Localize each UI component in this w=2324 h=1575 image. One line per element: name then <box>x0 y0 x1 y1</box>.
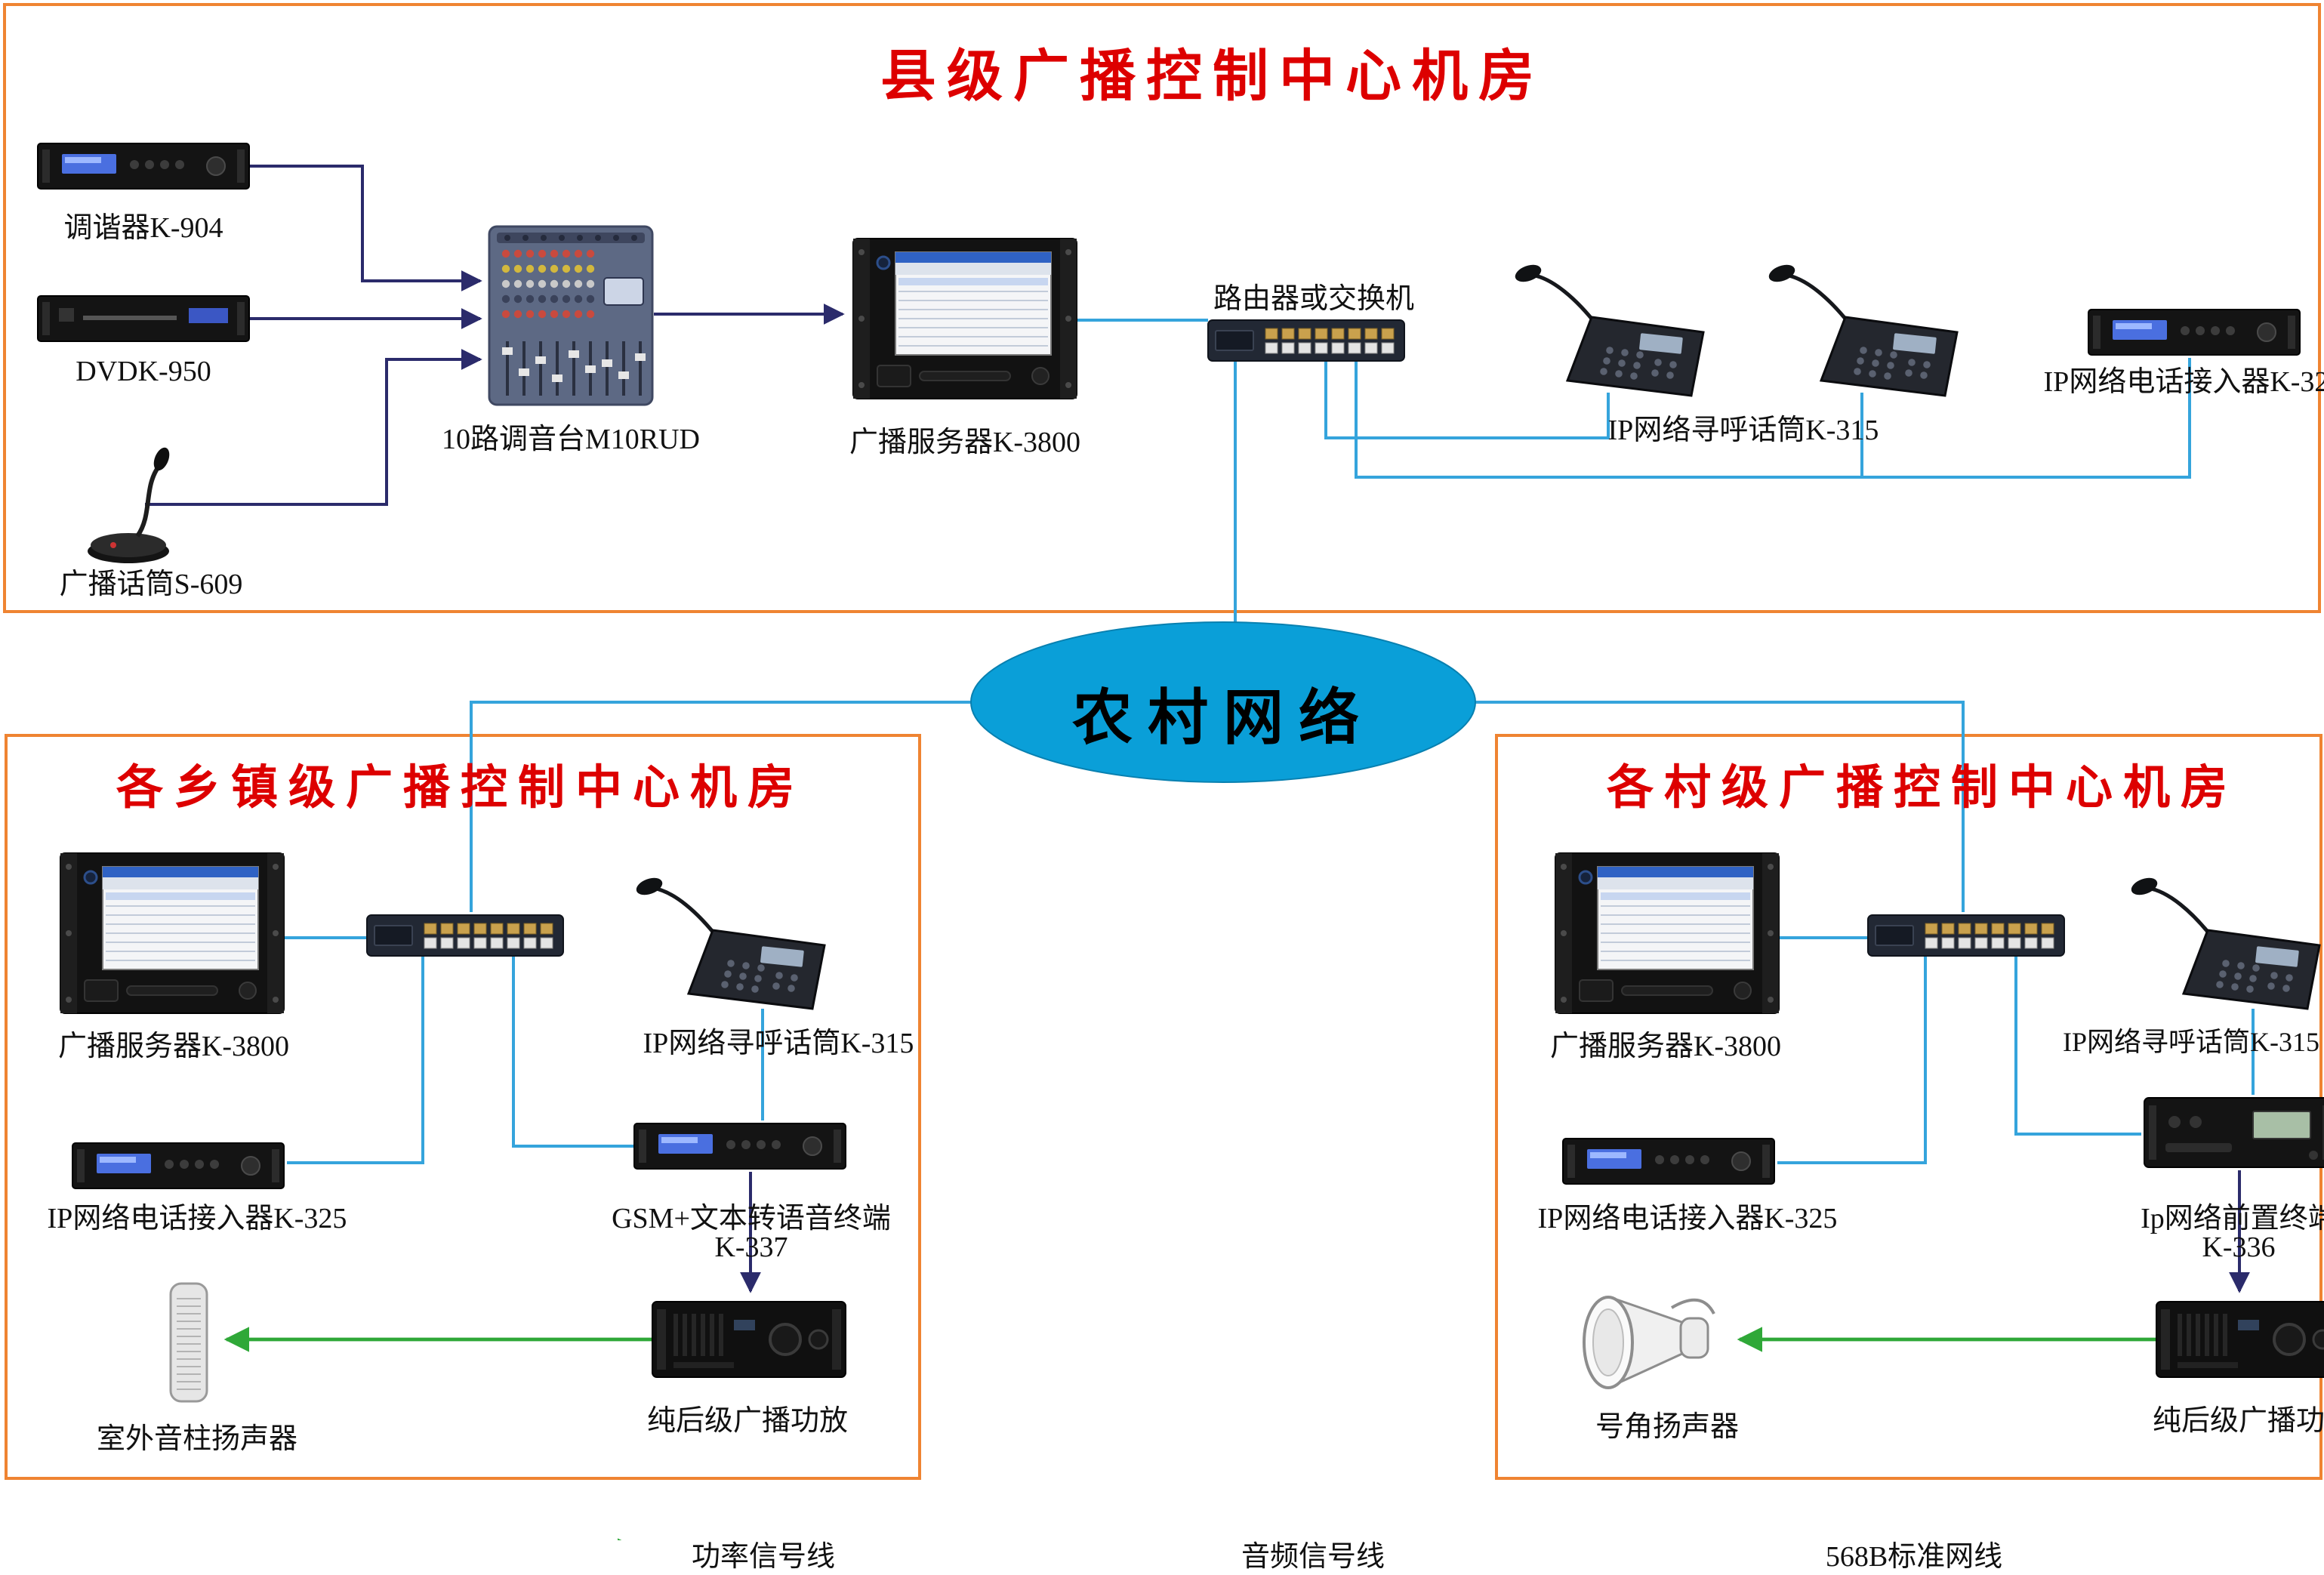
county-server-device <box>852 237 1078 400</box>
village-horn-speaker-device <box>1583 1296 1715 1389</box>
legend-network-label: 568B标准网线 <box>1825 1542 2003 1573</box>
township-paging-mic-device <box>634 874 824 1009</box>
rural-network-cloud <box>970 621 1476 783</box>
county-phone-gateway-label: IP网络电话接入器K-325 <box>2043 367 2324 399</box>
township-gsm-terminal-label-line2: K-337 <box>714 1232 788 1264</box>
village-title: 各村级广播控制中心机房 <box>1607 761 2238 814</box>
county-phone-gateway-device <box>2088 309 2301 356</box>
village-server-label: 广播服务器K-3800 <box>1549 1031 1782 1063</box>
township-server-label: 广播服务器K-3800 <box>57 1031 290 1063</box>
village-server-device <box>1554 852 1780 1015</box>
township-server-device <box>59 852 285 1015</box>
diagram-graphics <box>37 143 2324 1540</box>
county-tuner-label: 调谐器K-904 <box>63 213 223 245</box>
township-paging-mic-label: IP网络寻呼话筒K-315 <box>643 1028 914 1060</box>
village-paging-mic-device <box>2129 874 2319 1009</box>
county-router-device <box>1207 319 1405 362</box>
township-phone-gateway-label: IP网络电话接入器K-325 <box>47 1204 347 1235</box>
township-phone-gateway-device <box>72 1142 285 1189</box>
township-gsm-terminal-label-line1: GSM+文本转语音终端 <box>612 1204 891 1235</box>
township-gsm-terminal-device <box>633 1123 846 1170</box>
audio-signal-lines <box>145 165 2250 1293</box>
county-router-label: 路由器或交换机 <box>1213 284 1414 316</box>
county-server-label: 广播服务器K-3800 <box>849 427 1081 459</box>
county-title: 县级广播控制中心机房 <box>880 47 1545 109</box>
village-preamp-terminal-label-line2: K-336 <box>2202 1232 2276 1264</box>
county-dvd-label: DVDK-950 <box>76 356 211 388</box>
village-amplifier-label: 纯后级广播功放 <box>2152 1406 2324 1438</box>
rural-network-label: 农村网络 <box>1072 684 1374 752</box>
diagram-canvas: 县级广播控制中心机房 各乡镇级广播控制中心机房 各村级广播控制中心机房 农村网络… <box>3 3 2324 1573</box>
township-title: 各乡镇级广播控制中心机房 <box>116 761 805 814</box>
township-column-speaker-device <box>169 1282 208 1403</box>
county-tuner-device <box>37 143 250 190</box>
county-desk-mic-label: 广播话筒S-609 <box>59 569 243 601</box>
county-dvd-device <box>37 295 250 342</box>
county-paging-mic-label: IP网络寻呼话筒K-315 <box>1607 415 1879 447</box>
village-phone-gateway-label: IP网络电话接入器K-325 <box>1537 1204 1838 1235</box>
county-paging-mic-2-device <box>1767 261 1957 396</box>
township-amplifier-label: 纯后级广播功放 <box>646 1406 848 1438</box>
township-amplifier-device <box>651 1300 847 1379</box>
legend-audio-label: 音频信号线 <box>1241 1542 1385 1573</box>
township-speaker-label: 室外音柱扬声器 <box>96 1424 297 1456</box>
network-cable-lines <box>284 319 2255 1164</box>
county-mixer-device <box>488 225 654 406</box>
county-mixer-label: 10路调音台M10RUD <box>441 424 700 456</box>
village-paging-mic-label: IP网络寻呼话筒K-315 <box>2063 1027 2319 1057</box>
village-preamp-terminal-device <box>2144 1097 2324 1168</box>
village-speaker-label: 号角扬声器 <box>1595 1412 1739 1444</box>
legend-power-label: 功率信号线 <box>691 1542 835 1573</box>
county-paging-mic-1-device <box>1513 261 1703 396</box>
township-section-box <box>5 734 921 1480</box>
township-switch-device <box>366 914 564 957</box>
village-switch-device <box>1867 914 2065 957</box>
village-preamp-terminal-label-line1: Ip网络前置终端 <box>2141 1204 2324 1235</box>
county-section-box <box>3 3 2321 613</box>
village-phone-gateway-device <box>1562 1138 1775 1185</box>
village-amplifier-device <box>2155 1300 2324 1379</box>
